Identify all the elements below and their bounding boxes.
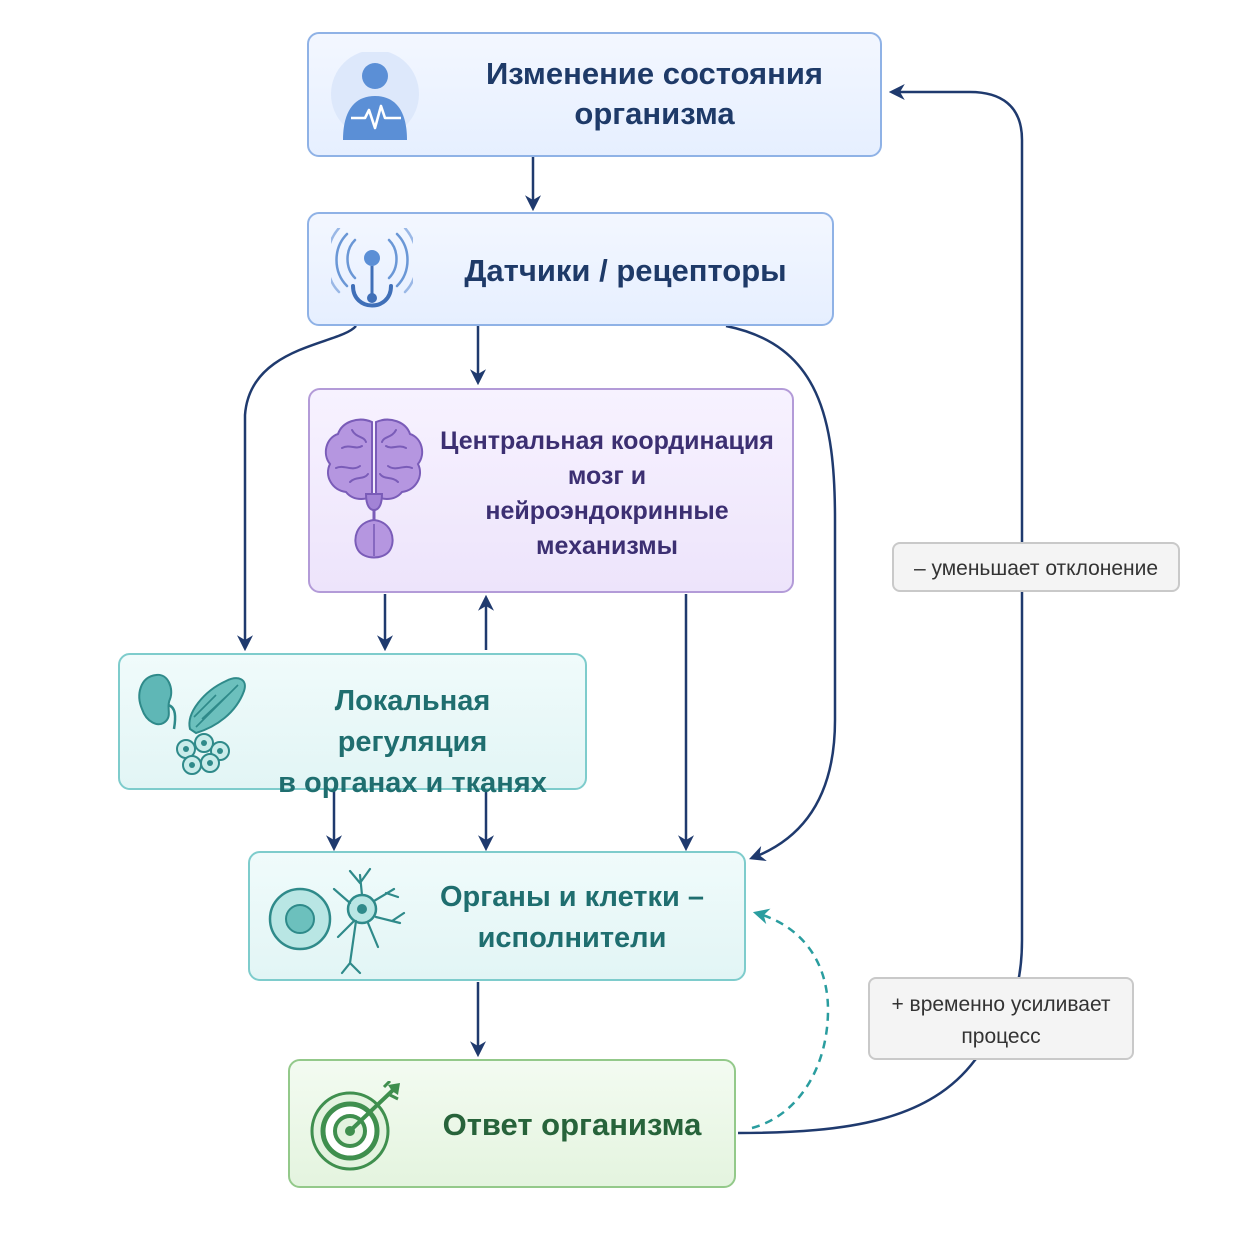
local-regulation-label: Локальная регуляция в органах и тканях [278, 685, 547, 800]
kidney-muscle-cells-icon [138, 673, 246, 775]
central-coordination-label: Центральная координация мозг и нейроэндо… [440, 427, 774, 560]
state-change-label: Изменение состояния организма [486, 56, 823, 131]
negative-feedback-text: – уменьшает отклонение [913, 557, 1159, 580]
target-arrow-icon [310, 1081, 400, 1171]
effector-organs-label: Органы и клетки – исполнители [439, 881, 705, 955]
positive-feedback-text-line1: + временно усиливает [891, 993, 1111, 1016]
positive-feedback-note: + временно усиливает процесс [868, 977, 1134, 1060]
node-local-regulation[interactable]: Локальная регуляция в органах и тканях [118, 653, 587, 799]
positive-feedback-text-line2: процесс [961, 1024, 1041, 1048]
node-sensors[interactable]: Датчики / рецепторы [307, 212, 834, 326]
arrow-sensors-to-effectors [725, 324, 837, 861]
dashed-amplification-arrow [751, 908, 830, 1130]
human-heartbeat-icon [331, 52, 419, 140]
node-effector-organs[interactable]: Органы и клетки – исполнители [248, 851, 746, 981]
node-organism-response[interactable]: Ответ организма [288, 1059, 736, 1188]
arrow-sensors-to-local [237, 325, 357, 652]
sensors-label: Датчики / рецепторы [464, 253, 787, 288]
organism-response-label: Ответ организма [442, 1107, 702, 1142]
cell-neuron-icon [268, 867, 406, 975]
negative-feedback-note: – уменьшает отклонение [892, 542, 1180, 592]
node-state-change[interactable]: Изменение состояния организма [307, 32, 882, 157]
node-central-coordination[interactable]: Центральная координация мозг и нейроэндо… [308, 388, 794, 593]
sensor-receptor-icon [331, 228, 413, 308]
brain-gland-icon [324, 418, 424, 559]
